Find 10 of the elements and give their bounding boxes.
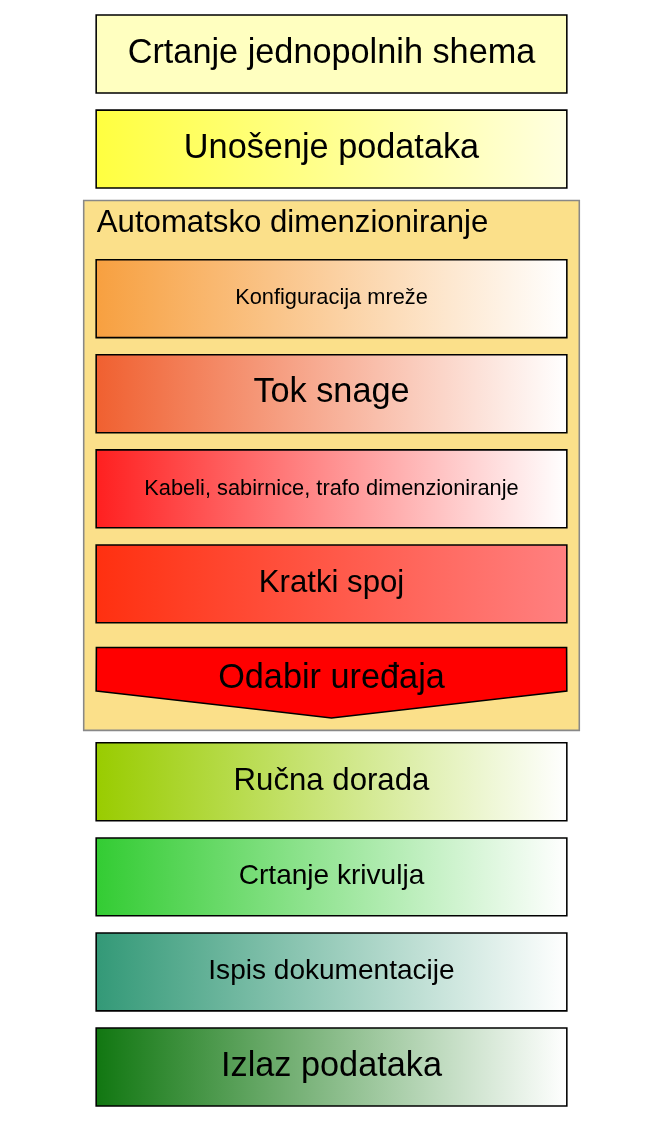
node-box: Kratki spoj <box>94 544 568 624</box>
node-box: Kabeli, sabirnice, trafo dimenzioniranje <box>94 449 568 529</box>
node-box: Crtanje jednopolnih shema <box>94 14 568 94</box>
node-box: Unošenje podataka <box>94 109 568 189</box>
node-box: Tok snage <box>94 354 568 434</box>
node-box: Crtanje krivulja <box>94 837 568 917</box>
node-box: Konfiguracija mreže <box>94 258 568 339</box>
node-box: Ručna dorada <box>94 742 568 822</box>
node-box: Ispis dokumentacije <box>94 932 568 1012</box>
node-box: Izlaz podataka <box>94 1027 568 1107</box>
